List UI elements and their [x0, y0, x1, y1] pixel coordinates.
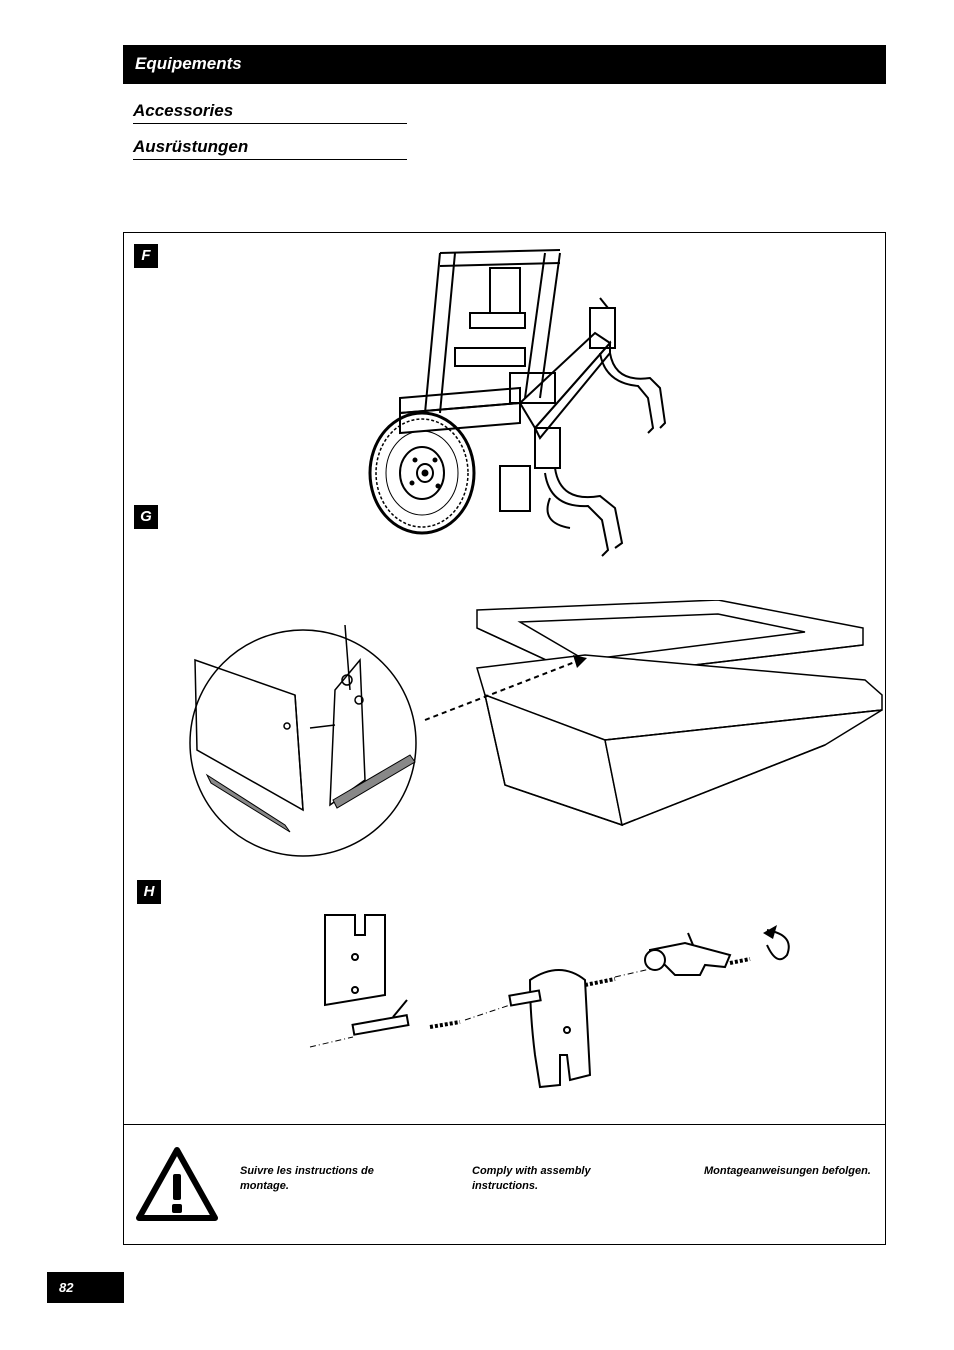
illustration-frame — [123, 232, 886, 1245]
notice-text-en: Comply with assembly instructions. — [472, 1165, 591, 1192]
warning-icon — [136, 1147, 218, 1221]
notice-text-de: Montageanweisungen befolgen. — [704, 1165, 871, 1177]
pin-assembly-drawing — [309, 914, 790, 1089]
notice-text-fr: Suivre les instructions de montage. — [240, 1165, 374, 1192]
section-label-f: F — [134, 244, 158, 268]
header-bar: Equipements — [123, 45, 886, 84]
page-title: Equipements — [135, 54, 242, 73]
subtitle-german: Ausrüstungen — [133, 137, 407, 160]
hopper-extension-drawing — [189, 600, 883, 857]
page-number: 82 — [59, 1280, 74, 1295]
rotation-arrow-icon — [766, 929, 790, 961]
notice-divider — [123, 1124, 886, 1125]
subtitle-english: Accessories — [133, 101, 407, 124]
page-number-box: 82 — [47, 1272, 124, 1303]
cultivator-drawing — [368, 249, 667, 557]
section-label-g: G — [134, 505, 158, 529]
section-label-h: H — [137, 880, 161, 904]
